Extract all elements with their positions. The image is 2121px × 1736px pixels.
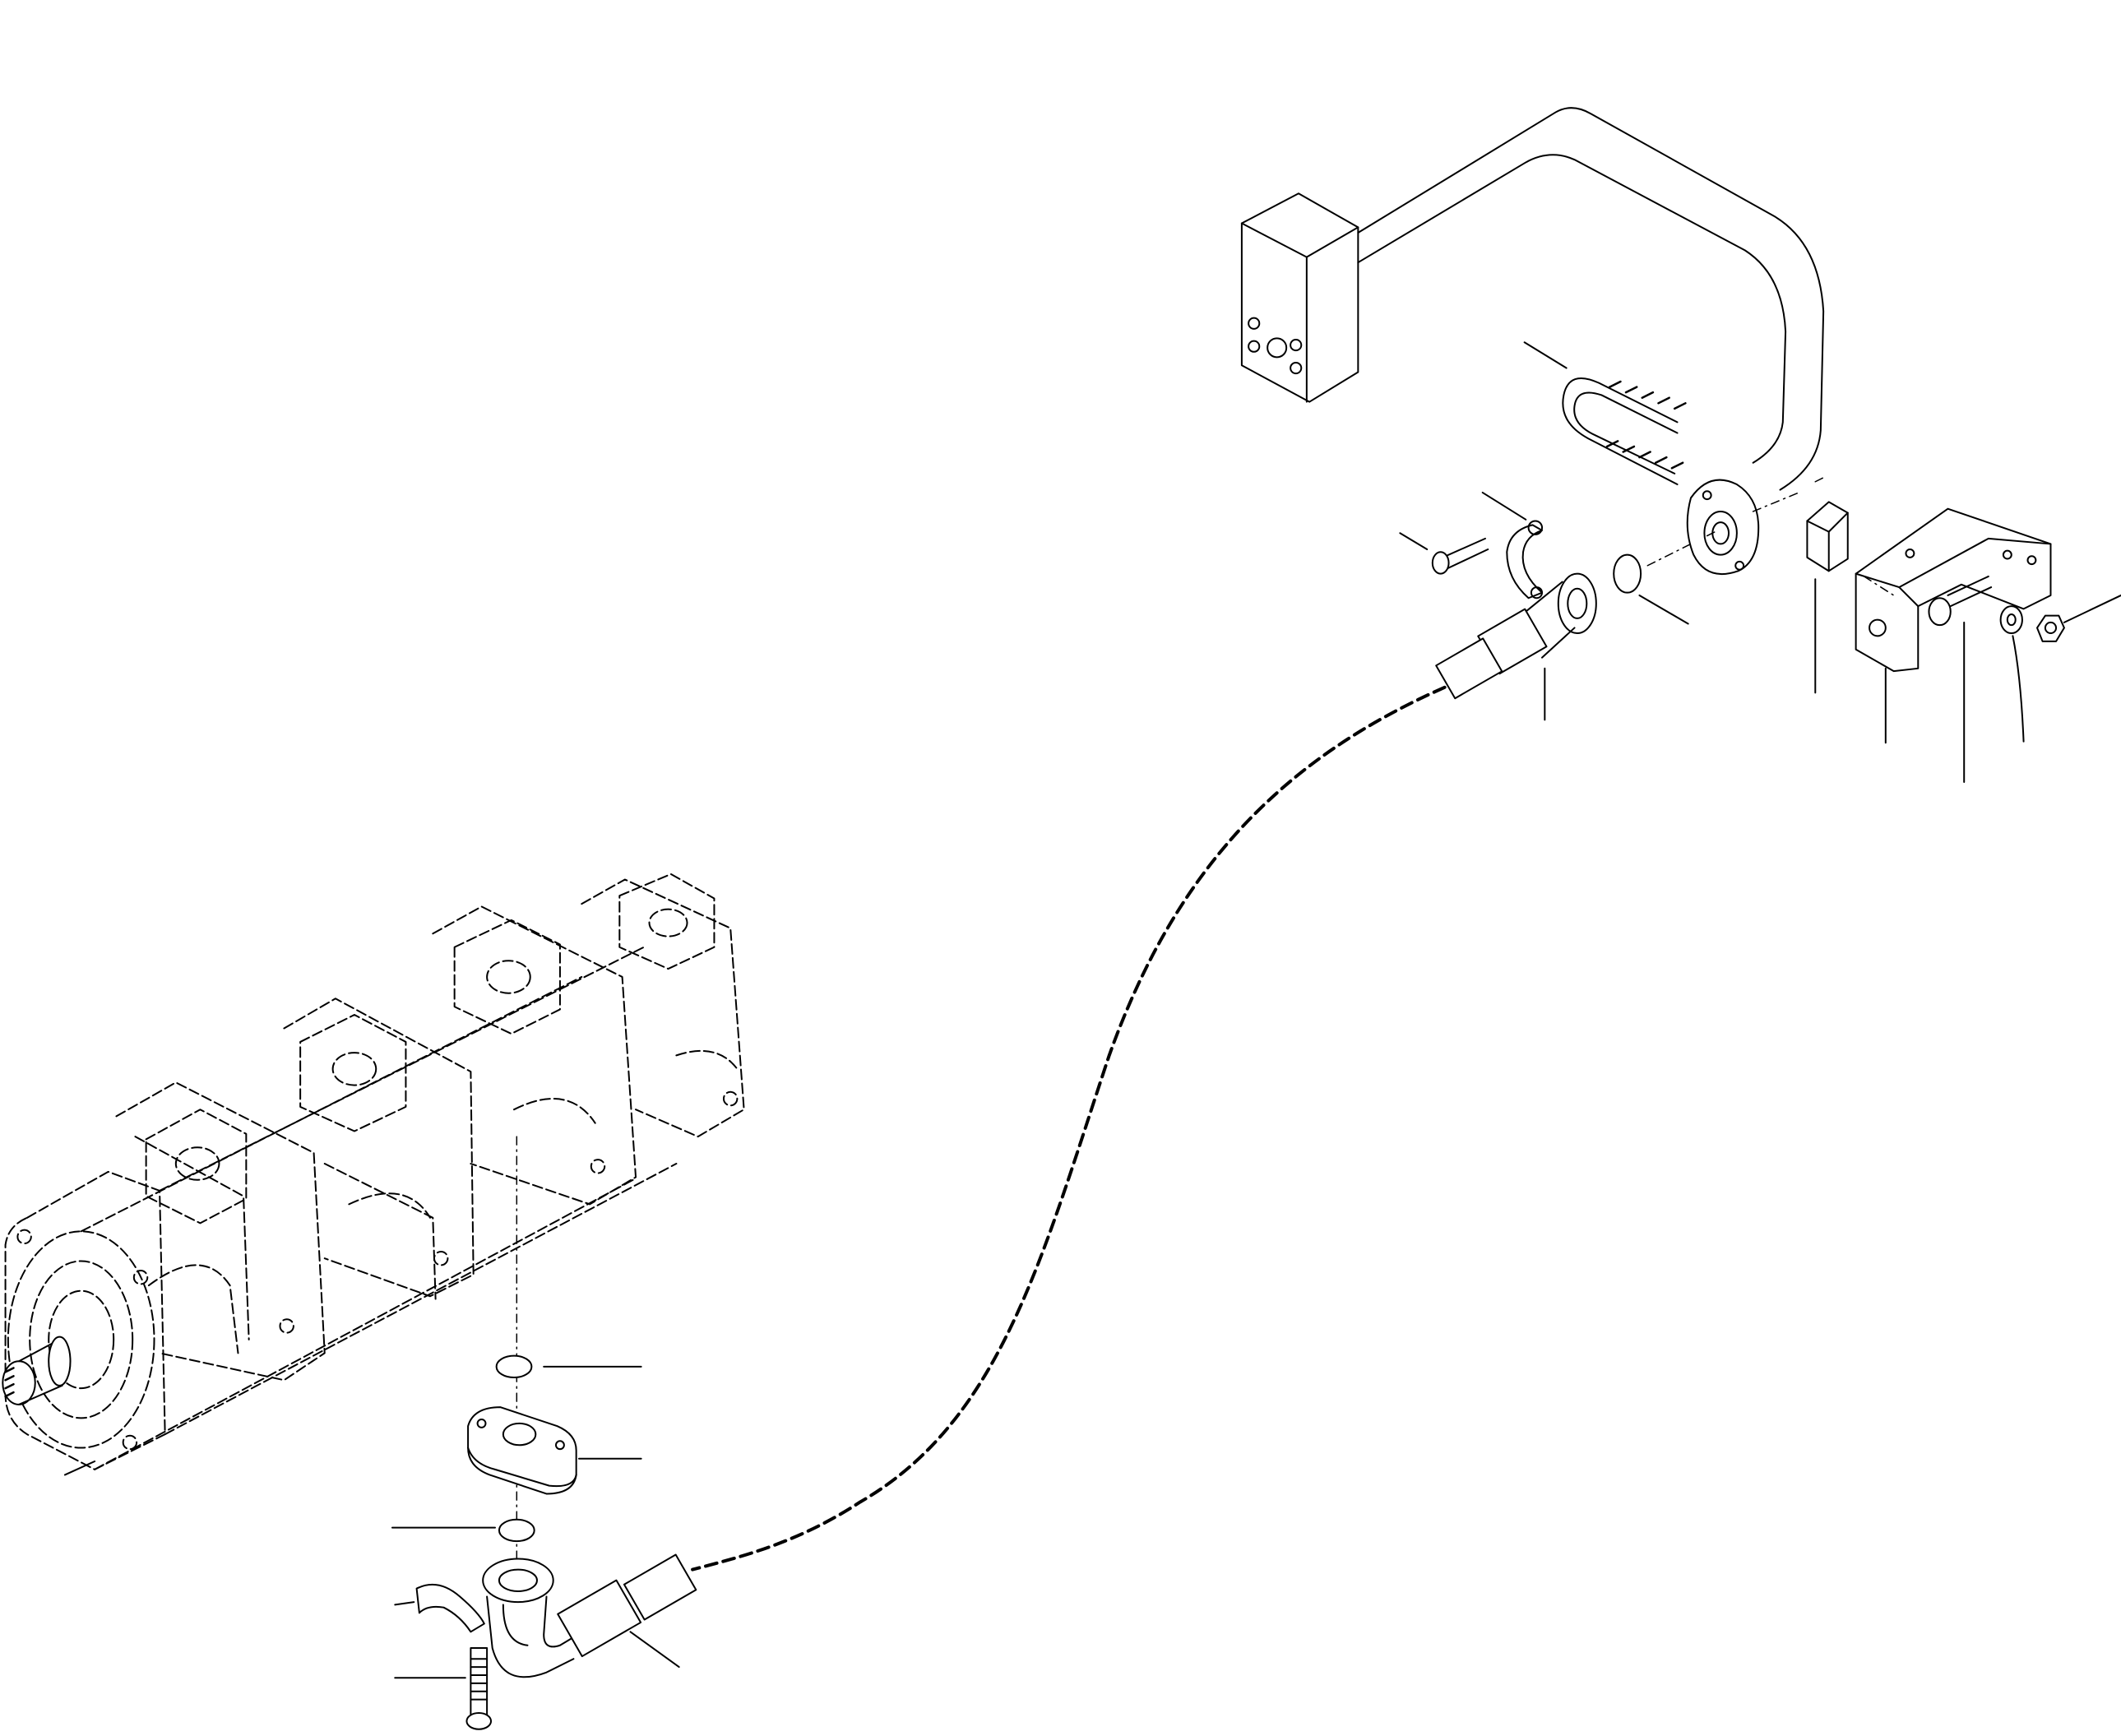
mounting-bracket (1856, 509, 2051, 743)
flanged-hose-fitting (1436, 574, 1596, 720)
pump-shaft (2, 1337, 70, 1405)
flange-half-clamp (395, 1585, 484, 1632)
washer (2001, 606, 2024, 742)
o-ring (392, 1520, 535, 1541)
elbow-fitting (483, 1558, 573, 1677)
hydraulic-tandem-gear-pump (6, 874, 744, 1470)
flanged-hose-fitting (558, 1555, 696, 1668)
split-flange (1688, 480, 1758, 575)
center-line (1647, 476, 1893, 595)
steel-tube (1358, 108, 1823, 489)
split-flange (468, 1407, 641, 1493)
hose (692, 687, 1444, 1570)
o-ring (497, 1356, 641, 1377)
bolt (1400, 533, 1488, 573)
spacer-block (1807, 502, 1847, 692)
flange-half-clamp (1483, 493, 1542, 598)
nut (2037, 595, 2121, 641)
bolt (395, 1648, 491, 1729)
u-bolt (1525, 342, 1686, 484)
o-ring (1614, 555, 1641, 593)
bolt (1929, 576, 1991, 782)
leader-line (65, 1461, 95, 1474)
valve-block (1242, 193, 1358, 401)
